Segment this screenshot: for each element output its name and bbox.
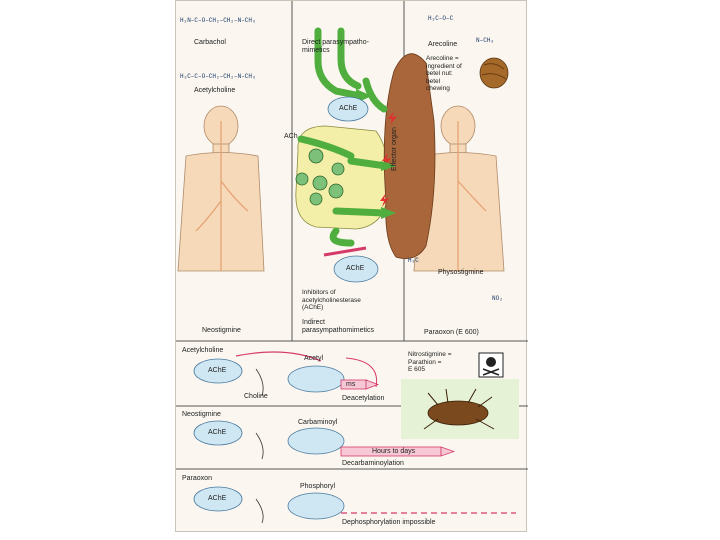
physostigmine-label: Physostigmine [438, 269, 484, 276]
row2-time: Hours to days [372, 448, 416, 455]
h3c-label: H₃C [408, 257, 419, 264]
ache-mid-label: AChE [346, 265, 365, 272]
effector-organ-label: Effector organ [391, 127, 398, 171]
row1-group-cloud [287, 365, 345, 393]
neostigmine-label: Neostigmine [202, 327, 241, 334]
illustration-layer [176, 1, 528, 524]
figure-page: H₂N–C–O–CH₂–CH₂–N–CH₃ Carbachol H₃C–C–O–… [175, 0, 528, 532]
row2-enzyme: AChE [208, 429, 227, 436]
ache-top-label: AChE [339, 105, 358, 112]
row3-enzyme: AChE [208, 495, 227, 502]
vesicles [295, 148, 345, 206]
ache-cloud-top [327, 96, 369, 122]
row1-drug: Acetylcholine [182, 347, 224, 354]
row2-group: Carbaminoyl [298, 419, 338, 426]
arecoline-label: Arecoline [428, 41, 458, 48]
arecoline-formula: H₃C–O–C [428, 15, 454, 22]
row3-group: Phosphoryl [300, 483, 336, 490]
row3-group-cloud [287, 492, 345, 520]
inhibitor-bar [323, 246, 367, 257]
row1-enzyme: AChE [208, 367, 227, 374]
row2-ache-cloud [193, 420, 243, 446]
row1-time: ms [346, 381, 356, 388]
row3-drug: Paraoxon [182, 475, 212, 482]
arecoline-nch3: N–CH₃ [476, 37, 495, 44]
no2-label: NO₂ [492, 295, 503, 302]
arecoline-note: Arecoline = ingredient of betel nut: bet… [426, 55, 462, 92]
paraoxon-label: Paraoxon (E 600) [424, 329, 479, 336]
inhibitors-label: Inhibitors of acetylcholinesterase (AChE… [302, 289, 361, 311]
cockroach-image [427, 400, 489, 426]
right-nerve-lines [457, 121, 487, 271]
row1-group: Acetyl [304, 355, 324, 362]
ach-label: ACh [284, 133, 298, 140]
nitrostigmine-label: Nitrostigmine = Parathion = E 605 [408, 351, 452, 373]
row1-ache-cloud [193, 358, 243, 384]
row1-process: Deacetylation [342, 395, 385, 402]
row3-ache-cloud [193, 486, 243, 512]
row1-product: Choline [244, 393, 268, 400]
row2-drug: Neostigmine [182, 411, 221, 418]
row2-process: Decarbaminoylation [342, 460, 404, 467]
carbachol-formula: H₂N–C–O–CH₂–CH₂–N–CH₃ [180, 17, 256, 24]
indirect-parasympathomimetics-label: Indirect parasympathomimetics [302, 319, 374, 334]
direct-parasympathomimetics-label: Direct parasympatho- mimetics [302, 39, 369, 54]
ache-cloud-mid [333, 255, 379, 283]
row2-group-cloud [287, 427, 345, 455]
green-arrows [297, 27, 390, 247]
lightning-icons [380, 111, 397, 207]
carbachol-label: Carbachol [194, 39, 226, 46]
acetylcholine-formula: H₃C–C–O–CH₂–CH₂–N–CH₃ [180, 73, 256, 80]
betel-nut-image [479, 57, 509, 89]
left-nerve-lines [195, 121, 249, 271]
row3-process: Dephosphorylation impossible [342, 519, 436, 526]
acetylcholine-label: Acetylcholine [194, 87, 236, 94]
